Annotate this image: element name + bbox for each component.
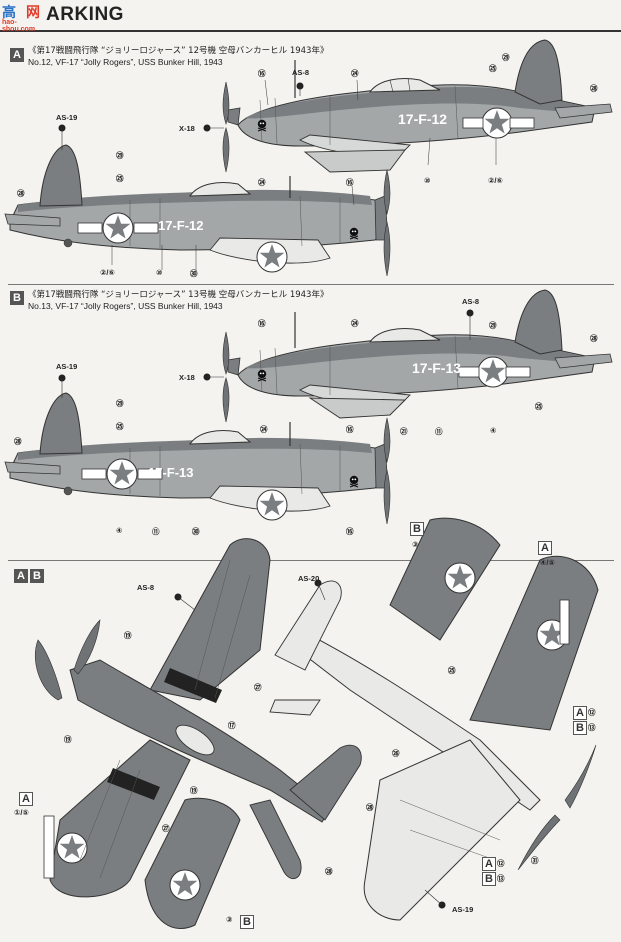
section-b-caption-en: No.13, VF-17 “Jolly Rogers”, USS Bunker …: [28, 301, 223, 311]
callout-21-b1: ㉑: [400, 427, 408, 436]
callout-4-b1: ④: [490, 426, 497, 435]
paint-x18-b: X-18: [179, 373, 195, 382]
callout-30-a2: ㉚: [190, 269, 198, 278]
callout-16-a1: ⑯: [258, 69, 266, 78]
callout-25-plan1: ㉕: [448, 666, 456, 675]
callout-4-5-plan: ④/⑤: [540, 558, 555, 567]
callout-31-plan: ㉛: [531, 856, 539, 865]
section-divider-2: [8, 560, 614, 561]
callout-27-plan1: ㉗: [254, 683, 262, 692]
callout-25-b1: ㉕: [535, 402, 543, 411]
header-bar: [0, 8, 621, 32]
callout-10-a2: ⑩: [156, 268, 163, 277]
callout-28-plan1: ㉘: [366, 803, 374, 812]
callout-24-b1: ㉔: [351, 319, 359, 328]
callout-25-a1: ㉕: [489, 64, 497, 73]
aircraft-b-right-code: 17-F-13: [412, 360, 461, 376]
section-divider-1: [8, 284, 614, 285]
callout-2-6-a1: ②/⑥: [488, 176, 503, 185]
paint-x18-a: X-18: [179, 124, 195, 133]
callout-19-plan3: ⑲: [190, 786, 198, 795]
callout-24-a1: ㉔: [351, 69, 359, 78]
callout-28-b2: ㉘: [14, 437, 22, 446]
aircraft-top-view: [34, 538, 362, 898]
callout-3-plan: ③: [412, 540, 419, 549]
aircraft-a-right-profile: 17-F-12: [222, 39, 613, 173]
callout-2-6-a2: ②/⑥: [100, 268, 115, 277]
paint-as20-plan: AS-20: [298, 574, 320, 583]
paint-as8-a: AS-8: [292, 68, 310, 77]
callout-10-a1: ⑩: [424, 176, 431, 185]
section-b-caption-jp: 《第17戦闘飛行隊 “ジョリーロジャース” 13号機 空母バンカーヒル 1943…: [28, 290, 329, 300]
paint-as19-a: AS-19: [56, 113, 78, 122]
callout-25-a2: ㉕: [116, 174, 124, 183]
callout-16-b2: ⑯: [346, 425, 354, 434]
callout-28-b1: ㉘: [590, 334, 598, 343]
callout-1-5-plan: ①/⑤: [14, 808, 29, 817]
wing-detail-lower-left: [144, 797, 241, 929]
callout-19-plan1: ⑲: [124, 631, 132, 640]
callout-16-a2: ⑯: [346, 178, 354, 187]
tag-b-13-b: B: [482, 872, 496, 886]
site-logo: 高 网 hao-shou.com: [2, 2, 44, 33]
logo-subtext: hao-shou.com: [2, 19, 36, 33]
paint-as19-b: AS-19: [56, 362, 78, 371]
callout-30-b2: ㉚: [192, 527, 200, 536]
callout-4-b2: ④: [116, 526, 123, 535]
paint-as19-plan: AS-19: [452, 905, 474, 914]
callout-19-plan2: ⑲: [64, 735, 72, 744]
wing-detail-b: [389, 517, 501, 641]
aircraft-a-left-profile: 17-F-12: [4, 144, 391, 277]
callout-28-a1: ㉘: [590, 84, 598, 93]
aircraft-b-left-profile: 17-F-13: [4, 392, 391, 525]
plan-section-b: B: [30, 569, 44, 583]
callout-29-b2: ㉙: [116, 399, 124, 408]
callout-29-a1: ㉙: [502, 53, 510, 62]
paint-as8-b: AS-8: [462, 297, 480, 306]
aircraft-b-left-code: 17-F-13: [148, 465, 194, 480]
section-a-caption-jp: 《第17戦闘飛行隊 “ジョリーロジャース” 12号機 空母バンカーヒル 1943…: [28, 46, 329, 56]
callout-28-plan2: ㉘: [325, 867, 333, 876]
callout-24-b2: ㉔: [260, 425, 268, 434]
callout-12-plan1: ⑫: [588, 708, 596, 717]
tag-b-3: B: [240, 915, 254, 929]
callout-11-b1: ⑪: [435, 427, 443, 436]
logo-text: 高: [2, 4, 16, 20]
callout-29-b1: ㉙: [489, 321, 497, 330]
callout-16-b1: ⑯: [258, 319, 266, 328]
section-a-caption-en: No.12, VF-17 “Jolly Rogers”, USS Bunker …: [28, 57, 223, 67]
aircraft-b-right-profile: 17-F-13: [222, 289, 613, 423]
section-b-letter: B: [10, 291, 24, 305]
tag-a-15: A: [19, 792, 33, 806]
tag-b-wing: B: [410, 522, 424, 536]
callout-13-plan1: ⑬: [588, 723, 596, 732]
page-title: ARKING: [46, 4, 124, 25]
callout-17-plan: ⑰: [228, 721, 236, 730]
paint-as8-plan: AS-8: [137, 583, 155, 592]
callout-24-a2: ㉔: [258, 178, 266, 187]
callout-28-a2: ㉘: [17, 189, 25, 198]
tag-a-12: A: [573, 706, 587, 720]
callout-29-a2: ㉙: [116, 151, 124, 160]
callout-16-b3: ⑯: [346, 527, 354, 536]
aircraft-a-right-code: 17-F-12: [398, 111, 447, 127]
plan-section-a: A: [14, 569, 28, 583]
callout-27-plan2: ㉗: [162, 824, 170, 833]
aircraft-a-left-code: 17-F-12: [158, 218, 204, 233]
callout-3-plan2: ③: [226, 915, 233, 924]
tag-a-wing: A: [538, 541, 552, 555]
tag-b-13: B: [573, 721, 587, 735]
logo-text-2: 网: [26, 4, 40, 20]
callout-11-b2: ⑪: [152, 527, 160, 536]
callout-12-plan2: ⑫: [497, 859, 505, 868]
callout-26-plan: ㉖: [392, 749, 400, 758]
tag-a-12-b: A: [482, 857, 496, 871]
section-a-letter: A: [10, 48, 24, 62]
callout-25-b2: ㉕: [116, 422, 124, 431]
aircraft-bottom-view: [269, 555, 599, 921]
callout-13-plan2: ⑬: [497, 874, 505, 883]
